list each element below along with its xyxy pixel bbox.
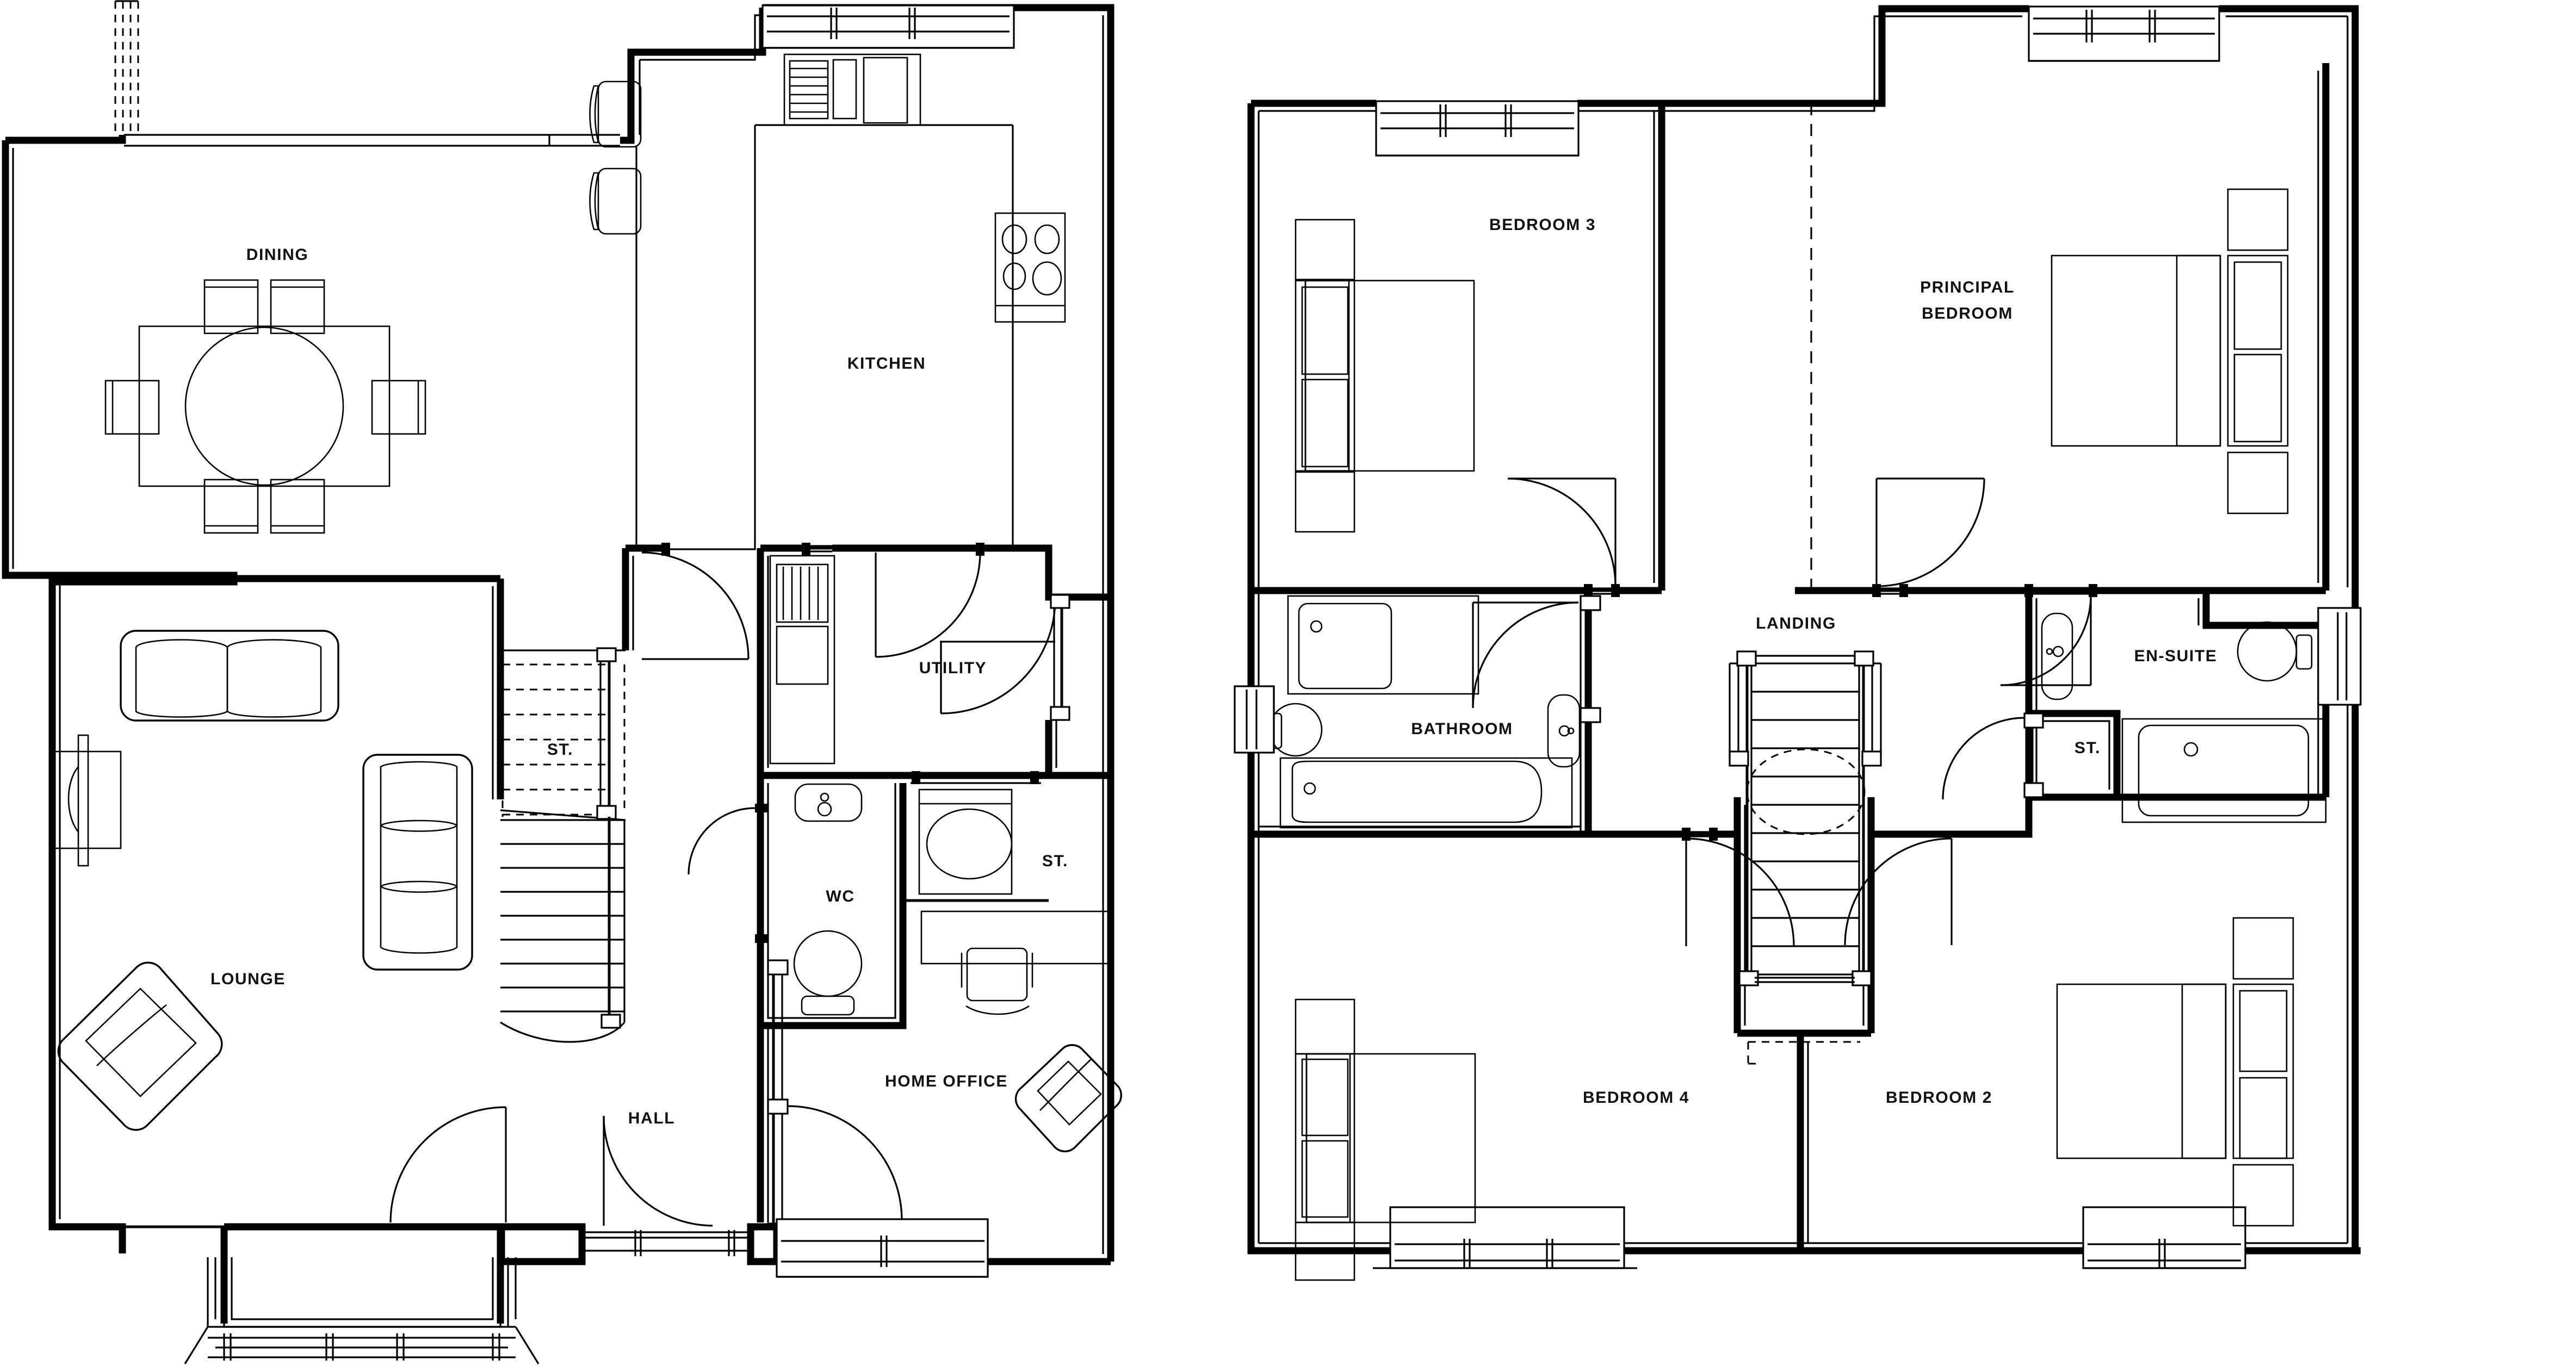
first-room-labels: BEDROOM 3 PRINCIPAL BEDROOM LANDING BATH… (1411, 216, 2218, 1107)
room-label-bathroom: BATHROOM (1411, 720, 1513, 738)
room-label-hall: HALL (628, 1109, 675, 1127)
ensuite-store (1942, 710, 2121, 800)
principal-bedroom (1795, 63, 2330, 597)
home-office-front-window (776, 1218, 989, 1278)
ground-room-labels: DINING KITCHEN UTILITY LOUNGE ST. WC ST.… (210, 246, 1068, 1127)
bedroom3-rear-window (1375, 100, 1580, 157)
bedroom-2 (2056, 917, 2294, 1227)
room-label-principal-bedroom-line2: BEDROOM (1922, 305, 2013, 322)
staircase (500, 647, 626, 1043)
room-label-kitchen: KITCHEN (847, 355, 926, 372)
bathroom (1234, 595, 1601, 838)
bedroom2-front-window (2082, 1206, 2246, 1269)
bedroom4-front-window (1251, 1206, 2355, 1269)
kitchen-worktop-sink (783, 53, 921, 126)
dining-lounge-wall (48, 572, 504, 799)
kitchen-island (635, 124, 1014, 550)
dining-table (138, 325, 391, 487)
landing-doorways (1588, 797, 2033, 947)
room-label-landing: LANDING (1756, 614, 1836, 632)
principal-rear-window (2028, 5, 2220, 62)
room-label-dining: DINING (246, 246, 309, 264)
kitchen-hob (994, 212, 1066, 323)
room-label-wc: WC (826, 887, 854, 905)
room-label-bedroom-3: BEDROOM 3 (1489, 216, 1596, 234)
room-label-stair-store: ST. (547, 741, 573, 759)
first-floor-plan: BEDROOM 3 PRINCIPAL BEDROOM LANDING BATH… (1234, 5, 2362, 1281)
breakfast-stool (589, 80, 642, 235)
armchair (57, 961, 223, 1131)
room-label-utility: UTILITY (919, 659, 987, 677)
room-label-ensuite-store: ST. (2075, 739, 2101, 757)
kitchen-to-hall-door (622, 543, 750, 660)
hall-doors (389, 1106, 781, 1265)
dining-chair (104, 279, 426, 534)
bedroom-4 (1295, 998, 1476, 1281)
landing-staircase (1729, 650, 1882, 1251)
room-label-store-2: ST. (1042, 852, 1068, 870)
en-suite (2000, 584, 2362, 823)
bedroom-3 (1251, 103, 1665, 597)
home-office (757, 910, 1122, 1239)
room-label-principal-bedroom-line1: PRINCIPAL (1920, 278, 2015, 296)
sofa-3-seat (362, 754, 473, 971)
sofa-2-seat (120, 630, 339, 722)
room-label-bedroom-2: BEDROOM 2 (1886, 1089, 1992, 1107)
lounge-bay-window (184, 1257, 540, 1364)
kitchen-rear-window (761, 4, 1015, 49)
ground-floor-plan: DINING KITCHEN UTILITY LOUNGE ST. WC ST.… (2, 0, 1122, 1364)
room-label-lounge: LOUNGE (210, 970, 286, 988)
wc-room (688, 775, 907, 1029)
room-label-ensuite: EN-SUITE (2134, 647, 2218, 665)
room-label-bedroom-4: BEDROOM 4 (1583, 1089, 1689, 1107)
store-washing-machine (901, 771, 1049, 1026)
boundary-hatch-lines (114, 0, 139, 136)
tv-unit (49, 734, 122, 867)
room-label-home-office: HOME OFFICE (885, 1072, 1008, 1090)
